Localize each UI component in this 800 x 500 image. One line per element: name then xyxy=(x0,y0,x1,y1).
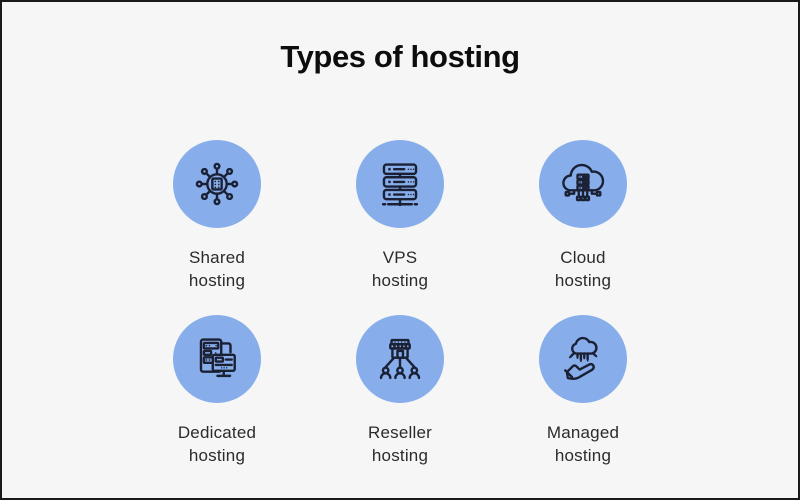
vps-hosting-icon xyxy=(373,157,427,207)
icon-circle xyxy=(173,140,261,228)
icon-circle xyxy=(356,315,444,403)
card-label-line2: hosting xyxy=(554,271,612,290)
card-label: Shared hosting xyxy=(189,246,245,292)
shared-hosting-icon xyxy=(190,157,244,211)
card-label-line1: Dedicated xyxy=(177,423,257,442)
page-title: Types of hosting xyxy=(280,39,520,74)
card-label-line1: Reseller xyxy=(368,423,432,442)
hosting-grid: Shared hosting xyxy=(126,140,675,467)
cloud-hosting-icon xyxy=(556,157,610,211)
card-label-line2: hosting xyxy=(371,446,429,465)
managed-hosting-icon xyxy=(556,332,610,386)
card-label-line1: VPS xyxy=(382,248,418,267)
icon-circle xyxy=(356,140,444,228)
hosting-card-dedicated: Dedicated hosting xyxy=(126,315,309,467)
card-label: Reseller hosting xyxy=(368,421,432,467)
card-label-line2: hosting xyxy=(188,446,246,465)
card-label: Cloud hosting xyxy=(555,246,611,292)
card-label-line1: Managed xyxy=(546,423,620,442)
card-label-line1: Shared xyxy=(188,248,246,267)
hosting-card-cloud: Cloud hosting xyxy=(492,140,675,292)
card-label-line2: hosting xyxy=(371,271,429,290)
card-label-line2: hosting xyxy=(554,446,612,465)
hosting-card-managed: Managed hosting xyxy=(492,315,675,467)
icon-circle xyxy=(539,140,627,228)
card-label: VPS hosting xyxy=(372,246,428,292)
reseller-hosting-icon xyxy=(373,332,427,386)
hosting-card-reseller: Reseller hosting xyxy=(309,315,492,467)
card-label: Dedicated hosting xyxy=(178,421,256,467)
dedicated-hosting-icon xyxy=(190,332,244,386)
icon-circle xyxy=(539,315,627,403)
hosting-card-shared: Shared hosting xyxy=(126,140,309,292)
icon-circle xyxy=(173,315,261,403)
card-label: Managed hosting xyxy=(547,421,619,467)
card-label-line1: Cloud xyxy=(560,248,606,267)
hosting-card-vps: VPS hosting xyxy=(309,140,492,292)
card-label-line2: hosting xyxy=(188,271,246,290)
